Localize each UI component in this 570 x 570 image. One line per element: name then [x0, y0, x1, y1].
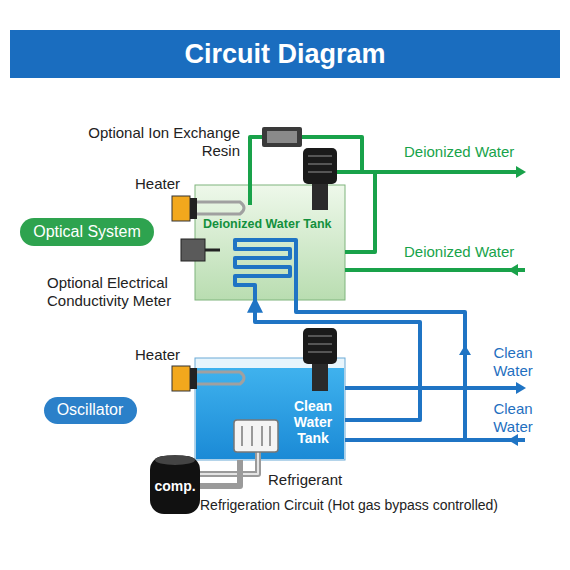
refrigerant-line	[200, 460, 240, 486]
part-label: Heater	[135, 346, 180, 364]
tank: Deionized Water Tank	[195, 185, 345, 300]
pump-shaft	[312, 364, 328, 391]
clean-tank-body	[195, 358, 345, 460]
heater-body	[172, 196, 190, 221]
clean-in-pipe	[345, 438, 525, 442]
ion-resin-window	[267, 131, 297, 143]
di-out-pipe	[337, 170, 520, 174]
evaporator-fins	[242, 426, 270, 446]
part-label: Refrigeration Circuit (Hot gas bypass co…	[200, 497, 498, 514]
title-bar: Circuit Diagram	[10, 30, 560, 78]
pump	[303, 328, 337, 391]
heater-flange	[190, 368, 197, 389]
part-label: Deionized Water	[404, 243, 514, 261]
water-pipe	[255, 300, 420, 420]
refrigerant-line-core	[200, 452, 258, 474]
heater-rod	[196, 202, 244, 214]
di-tank-body	[195, 185, 345, 300]
heater-flange	[190, 198, 197, 219]
pump-shaft	[312, 184, 328, 210]
arrow-head	[508, 264, 518, 276]
part-label: Optional Ion Exchange Resin	[70, 124, 240, 159]
heat-exchange-coil	[235, 240, 465, 440]
arrow-head	[516, 382, 526, 394]
arrow-head	[508, 434, 518, 446]
di-in-pipe	[345, 268, 525, 272]
part-label: Clean Water	[482, 344, 544, 379]
refrigerant-line	[200, 452, 258, 474]
arrow-head	[516, 166, 526, 178]
node-label: Optical System	[33, 223, 141, 241]
heater-body	[172, 366, 190, 391]
node-label: comp.	[150, 478, 200, 494]
node-label: Oscillator	[57, 401, 124, 419]
pump-motor	[303, 148, 337, 184]
resin-pipe	[250, 137, 262, 205]
compressor-top	[155, 455, 195, 465]
part-label: Clean Water	[482, 400, 544, 435]
compressor-body	[150, 456, 200, 514]
part-label: Optional Electrical Conductivity Meter	[47, 274, 217, 309]
motor-fins	[308, 156, 332, 172]
clean-out-pipe	[345, 386, 520, 390]
motor-fins	[308, 336, 332, 352]
conductivity-meter	[181, 239, 205, 261]
node-label: Clean Water Tank	[285, 398, 341, 446]
title-text: Circuit Diagram	[184, 39, 385, 70]
ion-resin-cartridge	[262, 127, 302, 147]
meter-probe	[205, 249, 220, 252]
tank: Clean Water Tank	[195, 358, 345, 460]
evaporator	[234, 420, 278, 452]
system-pill: Optical System	[20, 218, 154, 246]
system-pill: Oscillator	[44, 397, 137, 424]
arrow-head	[459, 345, 471, 355]
node-label: Deionized Water Tank	[203, 217, 337, 231]
di-return-pipe	[345, 172, 375, 252]
part-label: Deionized Water	[404, 143, 514, 161]
pump	[303, 148, 337, 210]
compressor: comp.	[150, 456, 200, 514]
heater-rod	[196, 372, 244, 384]
pump-motor	[303, 328, 337, 364]
part-label: Heater	[135, 175, 180, 193]
part-label: Refrigerant	[268, 471, 342, 489]
